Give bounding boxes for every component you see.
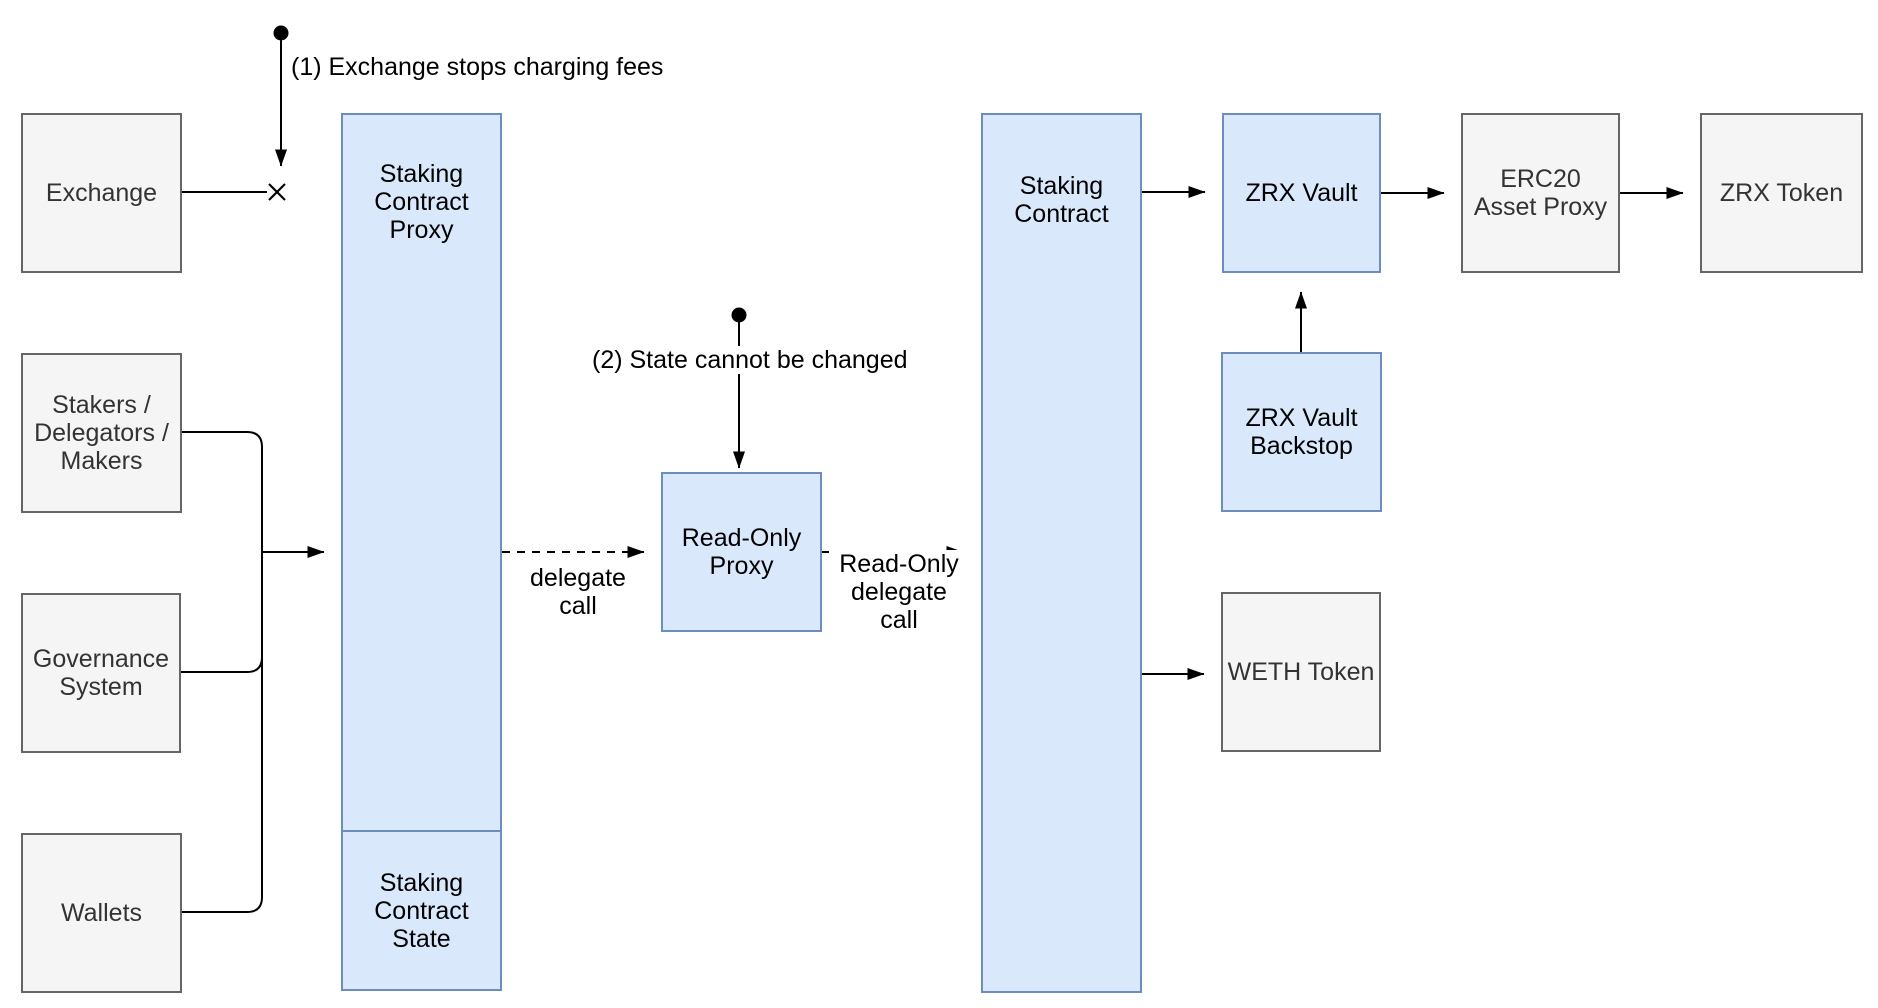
annotation1-dot-icon <box>273 25 289 41</box>
node-staking-contract-state-label: Staking Contract State <box>374 868 469 953</box>
edge-stakers-to-proxy <box>182 431 325 558</box>
annotation-step1: (1) Exchange stops charging fees <box>288 53 667 81</box>
node-exchange-label: Exchange <box>45 179 158 207</box>
node-weth-token-label: WETH Token <box>1227 658 1375 686</box>
edge-label-delegate-call: delegate call <box>518 564 638 620</box>
node-zrx-vault-backstop: ZRX Vault Backstop <box>1221 352 1382 512</box>
node-staking-contract-state: Staking Contract State <box>341 830 502 991</box>
edge-label-read-only-delegate-call: Read-Only delegate call <box>829 550 969 634</box>
node-zrx-vault-label: ZRX Vault <box>1245 179 1358 207</box>
node-read-only-proxy-label: Read-Only Proxy <box>681 524 802 580</box>
node-governance-label: Governance System <box>32 645 170 701</box>
node-stakers-label: Stakers / Delegators / Makers <box>34 391 169 475</box>
annotation2-dot-icon <box>731 307 747 323</box>
node-staking-contract-proxy-label: Staking Contract Proxy <box>374 160 469 244</box>
node-read-only-proxy: Read-Only Proxy <box>661 472 822 632</box>
node-zrx-vault-backstop-label: ZRX Vault Backstop <box>1245 404 1358 460</box>
node-erc20-asset-proxy-label: ERC20 Asset Proxy <box>1473 165 1608 221</box>
node-staking-contract: Staking Contract <box>981 113 1142 993</box>
edge-wallets-to-proxy <box>182 554 263 913</box>
node-wallets: Wallets <box>21 833 182 993</box>
node-staking-contract-label: Staking Contract <box>1014 172 1109 228</box>
node-wallets-label: Wallets <box>60 899 143 927</box>
node-zrx-token-label: ZRX Token <box>1719 179 1844 207</box>
node-zrx-token: ZRX Token <box>1700 113 1863 273</box>
node-exchange: Exchange <box>21 113 182 273</box>
blocked-cross-icon <box>268 183 286 201</box>
node-weth-token: WETH Token <box>1221 592 1381 752</box>
edge-governance-to-proxy <box>181 552 263 673</box>
node-zrx-vault: ZRX Vault <box>1222 113 1381 273</box>
node-erc20-asset-proxy: ERC20 Asset Proxy <box>1461 113 1620 273</box>
node-stakers-delegators-makers: Stakers / Delegators / Makers <box>21 353 182 513</box>
node-governance-system: Governance System <box>21 593 181 753</box>
node-staking-contract-proxy: Staking Contract Proxy Staking Contract … <box>341 113 502 991</box>
annotation-step2: (2) State cannot be changed <box>589 346 908 374</box>
